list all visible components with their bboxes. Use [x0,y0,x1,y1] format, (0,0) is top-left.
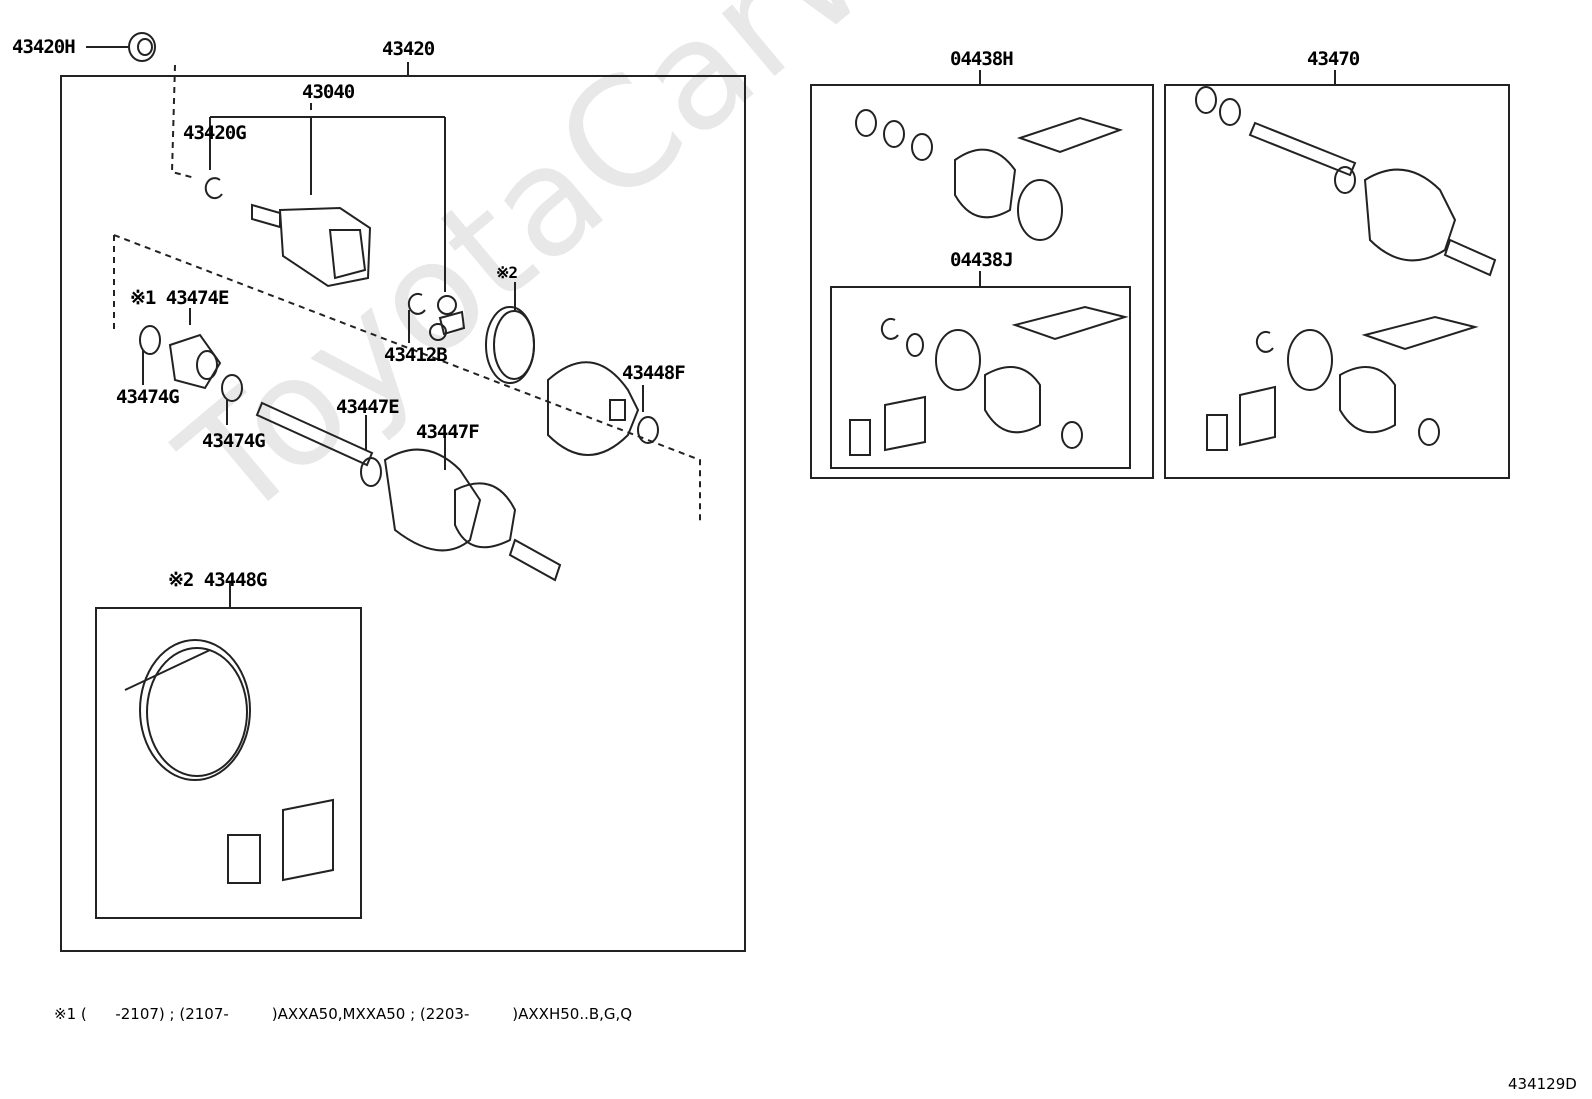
label-43420G: 43420G [183,122,247,144]
label-04438H: 04438H [950,48,1014,70]
label-43474G-a: 43474G [116,386,180,408]
label-43412B: 43412B [384,344,448,366]
label-43040: 43040 [302,81,355,103]
label-43474E: ※1 43474E [130,287,229,309]
label-note-mark-2: ※2 [496,263,518,282]
footnote: ※1 ( -2107) ; (2107- )AXXA50,MXXA50 ; (2… [54,1005,633,1023]
kit-04438J-frame [830,286,1131,469]
label-43447E: 43447E [336,396,400,418]
diagram-code: 434129D [1508,1075,1577,1093]
label-04438J: 04438J [950,249,1014,271]
label-43420H: 43420H [12,36,76,58]
boot-band-kit-frame [95,607,362,919]
label-43470: 43470 [1307,48,1360,70]
kit-04438H-frame [810,84,1154,479]
label-43474G-b: 43474G [202,430,266,452]
main-assembly-frame [60,75,746,952]
label-43420: 43420 [382,38,435,60]
label-43447F: 43447F [416,421,480,443]
shaft-43470-frame [1164,84,1510,479]
label-43448F: 43448F [622,362,686,384]
label-43448G: ※2 43448G [168,569,267,591]
